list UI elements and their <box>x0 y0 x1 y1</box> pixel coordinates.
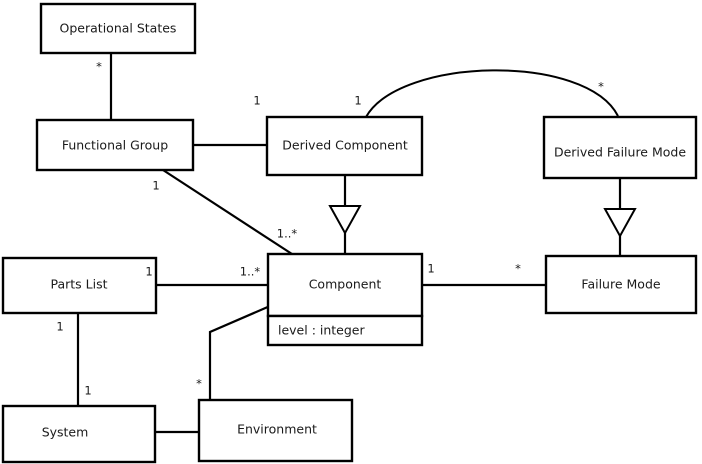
class-name-system: System <box>42 425 89 440</box>
class-box-component[interactable]: Component level : integer <box>266 252 424 347</box>
multiplicity-parts-list-component-near: 1 <box>145 265 152 279</box>
class-box-environment[interactable]: Environment <box>197 398 354 463</box>
class-rect-parts-list <box>1 256 158 315</box>
multiplicity-parts-list-system-near: 1 <box>56 320 63 334</box>
class-name-environment: Environment <box>237 422 317 437</box>
class-name-derived-failure-mode: Derived Failure Mode <box>554 145 686 160</box>
multiplicity-functional-group-component-far: 1..* <box>277 227 298 241</box>
class-rect-derived-component <box>265 115 424 177</box>
class-box-derived-failure-mode[interactable]: Derived Failure Mode <box>542 115 698 180</box>
class-rect-functional-group <box>35 118 195 172</box>
class-box-parts-list[interactable]: Parts List <box>1 256 158 315</box>
multiplicity-parts-list-component-far: 1..* <box>240 265 261 279</box>
multiplicity-parts-list-system-far: 1 <box>84 384 91 398</box>
class-rect-operational-states <box>39 2 197 55</box>
multiplicity-environment-component: * <box>196 377 202 391</box>
class-name-derived-component: Derived Component <box>282 138 408 153</box>
generalization-triangle-derived-component <box>328 205 362 236</box>
class-box-functional-group[interactable]: Functional Group <box>35 118 195 172</box>
class-box-derived-component[interactable]: Derived Component <box>265 115 424 177</box>
class-attribute-component-level: level : integer <box>278 323 365 338</box>
assoc-arc-derived-component-derived-failure-mode <box>365 69 619 118</box>
class-box-failure-mode[interactable]: Failure Mode <box>544 254 698 315</box>
class-rect-environment <box>197 398 354 463</box>
multiplicity-derived-failure-mode-arc: * <box>598 80 604 94</box>
multiplicity-component-failure-mode-far: * <box>515 262 521 276</box>
class-rect-system <box>1 404 157 464</box>
assoc-functional-group-component <box>162 169 293 255</box>
class-name-component: Component <box>309 277 382 292</box>
class-name-failure-mode: Failure Mode <box>581 277 660 292</box>
class-rect-derived-failure-mode <box>542 115 698 180</box>
multiplicity-component-failure-mode-near: 1 <box>427 262 434 276</box>
multiplicity-functional-group-component-near: 1 <box>152 179 159 193</box>
class-rect-failure-mode <box>544 254 698 315</box>
multiplicity-operational-states-functional-group: * <box>96 60 102 74</box>
assoc-environment-component <box>208 304 271 400</box>
multiplicity-functional-group-derived-component: 1 <box>253 94 260 108</box>
class-box-system[interactable]: System <box>1 404 157 464</box>
class-box-operational-states[interactable]: Operational States <box>39 2 197 55</box>
class-rect-component-attributes <box>266 314 424 347</box>
class-rect-component <box>266 252 424 318</box>
class-name-parts-list: Parts List <box>50 277 107 292</box>
generalization-triangle-derived-failure-mode <box>603 208 637 239</box>
class-name-operational-states: Operational States <box>60 21 177 36</box>
multiplicity-derived-component-arc: 1 <box>354 94 361 108</box>
class-name-functional-group: Functional Group <box>62 138 168 153</box>
